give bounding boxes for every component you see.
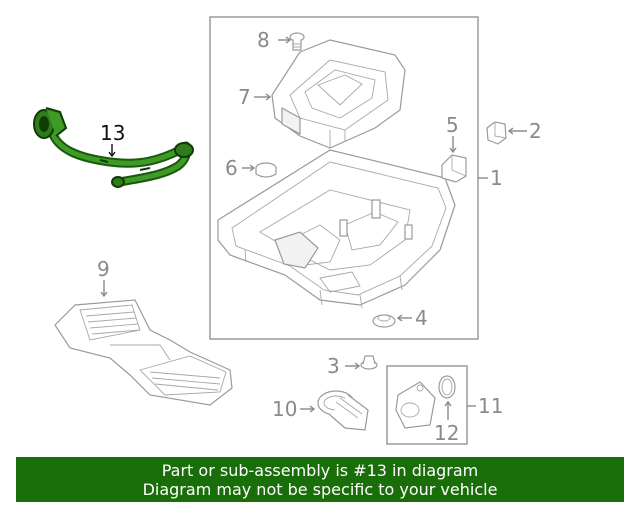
- callout-4: 4: [415, 306, 428, 330]
- info-banner: Part or sub-assembly is #13 in diagram D…: [16, 457, 624, 502]
- part-10-coupling[interactable]: [317, 390, 369, 431]
- banner-line-1: Part or sub-assembly is #13 in diagram: [161, 460, 479, 480]
- part-7-cover[interactable]: [271, 39, 406, 149]
- part-11-adapter[interactable]: [395, 381, 436, 429]
- callout-12: 12: [434, 421, 459, 445]
- callout-8: 8: [257, 28, 270, 52]
- part-8-bolt[interactable]: [289, 32, 305, 51]
- parts-diagram: 8 7 6 5 2 1 4 3 9 10 11 12 13: [33, 16, 542, 445]
- callout-1: 1: [490, 166, 503, 190]
- part-5-clip[interactable]: [441, 154, 467, 183]
- banner-line-2: Diagram may not be specific to your vehi…: [142, 479, 498, 499]
- part-4-grommet[interactable]: [372, 314, 396, 328]
- callout-5: 5: [446, 113, 459, 137]
- part-6-grommet[interactable]: [255, 162, 277, 178]
- leader-lines: [100, 36, 527, 420]
- callout-2: 2: [529, 119, 542, 143]
- part-9-duct[interactable]: [54, 299, 233, 406]
- part-1-housing[interactable]: [217, 149, 456, 309]
- callout-9: 9: [97, 257, 110, 281]
- part-2-clip[interactable]: [486, 121, 507, 145]
- part-12-oring[interactable]: [438, 375, 456, 399]
- callout-3: 3: [327, 354, 340, 378]
- callout-10: 10: [272, 397, 297, 421]
- part-13-hose[interactable]: [33, 107, 194, 188]
- callout-11: 11: [478, 394, 503, 418]
- callout-7: 7: [238, 85, 251, 109]
- part-3-pin[interactable]: [360, 355, 378, 370]
- callout-6: 6: [225, 156, 238, 180]
- callout-13: 13: [100, 121, 125, 145]
- part-11-frame: [386, 365, 468, 445]
